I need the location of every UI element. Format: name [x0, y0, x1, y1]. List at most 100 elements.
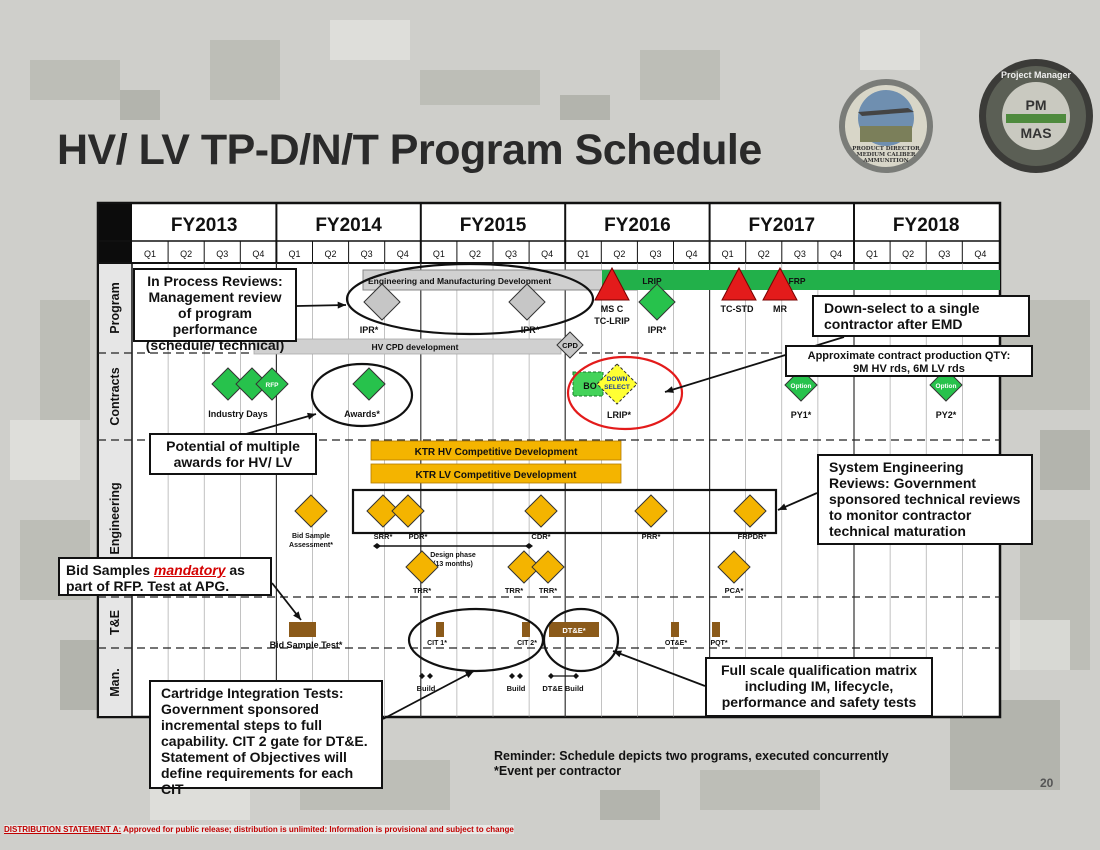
option2-label: Option: [936, 383, 957, 390]
pca-diamond: [717, 550, 751, 584]
cpd-diamond-label: CPD: [562, 341, 578, 350]
cit2-bar: [522, 622, 530, 637]
dte-ellipse: [542, 607, 620, 673]
quarter-label: Q2: [902, 249, 914, 259]
arrow-awards-line: [245, 413, 317, 435]
down-select-label-2: SELECT: [604, 384, 630, 391]
ktr-hv-label: KTR HV Competitive Development: [415, 447, 578, 458]
row-label-te: T&E: [108, 610, 122, 635]
year-label-FY2015: FY2015: [460, 215, 527, 236]
pdr-label: PDR*: [409, 532, 428, 541]
quarter-label: Q4: [397, 249, 409, 259]
mr-milestone-triangle: [762, 266, 798, 301]
distribution-label: DISTRIBUTION STATEMENT A:: [4, 825, 122, 834]
tcstd-milestone-triangle: [721, 266, 757, 301]
cit2-label: CIT 2*: [517, 640, 537, 647]
srr-label: SRR*: [374, 532, 393, 541]
row-label-man: Man.: [108, 668, 122, 696]
quarter-label: Q2: [613, 249, 625, 259]
year-label-FY2017: FY2017: [749, 215, 816, 236]
rfp-diamond-label: RFP: [266, 382, 280, 389]
arrow-fsq-line: [612, 650, 706, 687]
pm-mas-seal: Project Manager PM MAS: [979, 59, 1093, 173]
build3-label: DT&E Build: [542, 684, 584, 693]
build2-marker-a: [509, 673, 515, 679]
page-number: 20: [1040, 776, 1054, 790]
quarter-label: Q2: [469, 249, 481, 259]
quarter-label: Q1: [577, 249, 589, 259]
ktr-lv-label: KTR LV Competitive Development: [416, 470, 578, 481]
quarter-label: Q4: [686, 249, 698, 259]
design-phase-start-marker: [373, 543, 381, 549]
rfp-diamond: [255, 367, 289, 401]
quarter-label: Q4: [830, 249, 842, 259]
frp-bar-label: FRP: [789, 276, 806, 286]
quarter-label: Q3: [361, 249, 373, 259]
tcstd-label: TC-STD: [721, 304, 754, 314]
pca-label: PCA*: [725, 586, 744, 595]
dte-bar: [549, 622, 599, 637]
year-label-FY2018: FY2018: [893, 215, 960, 236]
arrow-bid-samples-head: [293, 611, 301, 620]
cpd-diamond: [556, 331, 584, 359]
prr-label: PRR*: [642, 532, 661, 541]
callout-awards: Potential of multiple awards for HV/ LV: [149, 433, 317, 475]
row-label-column: [99, 263, 132, 716]
bid-mandatory: mandatory: [153, 562, 226, 578]
quarter-label: Q3: [794, 249, 806, 259]
year-label-FY2014: FY2014: [315, 215, 382, 236]
design-phase-end-marker: [525, 543, 533, 549]
frpdr-diamond: [733, 494, 767, 528]
awards-diamond: [352, 367, 386, 401]
svg-text:PRODUCT DIRECTOR: PRODUCT DIRECTOR: [852, 146, 920, 152]
row-label-contracts: Contracts: [108, 367, 122, 425]
py1-label: PY1*: [791, 410, 812, 420]
row-label-engineering: Engineering: [108, 482, 122, 554]
callout-ser: System Engineering Reviews: Government s…: [817, 454, 1033, 545]
product-director-seal: PRODUCT DIRECTOR MEDIUM CALIBER AMMUNITI…: [839, 79, 933, 173]
bid-post: as part of RFP. Test at APG.: [66, 562, 245, 594]
quarter-label: Q4: [541, 249, 553, 259]
lrip-frp-bar: [602, 270, 1000, 290]
bid-pre: Bid Samples: [66, 562, 154, 578]
pqt-bar: [712, 622, 720, 637]
ktr-lv-bar: [370, 463, 622, 484]
bid-assessment-diamond: [294, 494, 328, 528]
callout-bid-samples: Bid Samples mandatory as part of RFP. Te…: [58, 557, 272, 596]
industry-day-1-diamond: [211, 367, 245, 401]
seal-badge-text: PM: [1026, 97, 1047, 113]
quarter-label: Q3: [938, 249, 950, 259]
build2-label: Build: [507, 684, 526, 693]
quarter-label: Q3: [649, 249, 661, 259]
build1-marker-b: [427, 673, 433, 679]
bid-sample-test-label: Bid Sample Test*: [270, 640, 343, 650]
design-phase-label-2: (13 months): [433, 561, 473, 568]
trr3-label: TRR*: [539, 586, 557, 595]
svg-text:AMMUNITION: AMMUNITION: [862, 158, 908, 164]
quarter-label: Q2: [325, 249, 337, 259]
reminder-line-2: *Event per contractor: [494, 764, 622, 778]
trr1-label: TRR*: [413, 586, 431, 595]
cit1-bar: [436, 622, 444, 637]
lrip-contract-label: LRIP*: [607, 410, 632, 420]
year-label-FY2016: FY2016: [604, 215, 671, 236]
option1-label: Option: [791, 383, 812, 390]
msc-label-line2: TC-LRIP: [594, 316, 630, 326]
build3-marker-b: [573, 673, 579, 679]
reminder-line-1: Reminder: Schedule depicts two programs,…: [494, 749, 889, 763]
bo-label: BO: [583, 381, 597, 391]
srr-diamond: [366, 494, 400, 528]
quarter-label: Q2: [758, 249, 770, 259]
arrow-ser-head: [778, 503, 787, 510]
option1-diamond: [784, 368, 818, 402]
qty-line-2: 9M HV rds, 6M LV rds: [853, 363, 965, 375]
ipr3-label: IPR*: [648, 325, 667, 335]
reminder-note: Reminder: Schedule depicts two programs,…: [494, 749, 889, 779]
build3-marker-a: [548, 673, 554, 679]
trr3-diamond: [531, 550, 565, 584]
callout-ipr: In Process Reviews: Management review of…: [133, 268, 297, 353]
downselect-red-ellipse: [566, 355, 684, 431]
cit1-label: CIT 1*: [427, 640, 447, 647]
arrow-downselect-head: [665, 386, 674, 393]
